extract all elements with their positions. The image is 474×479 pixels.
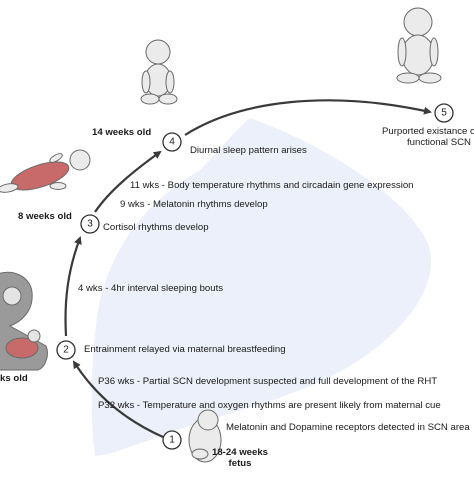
step-5-number: 5 [441,108,447,119]
step-1-number: 1 [169,435,175,446]
mother-breastfeeding-icon [0,271,48,371]
event-cortisol: Cortisol rhythms develop [103,222,209,233]
step-4-title: 14 weeks old [92,127,152,138]
event-melatonin-rhythms: 9 wks - Melatonin rhythms develop [120,199,268,210]
event-body-temp: 11 wks - Body temperature rhythms and ci… [130,180,414,191]
development-band [91,118,432,456]
step-4-marker: 4 [162,132,182,152]
event-diurnal: Diurnal sleep pattern arises [190,145,307,156]
arrow-3-to-4 [94,150,162,213]
event-p36: P36 wks - Partial SCN development suspec… [98,376,438,387]
event-melatonin-dopamine: Melatonin and Dopamine receptors detecte… [226,422,470,433]
step-2-number: 2 [63,345,69,356]
step-5-title-line2: functional SCN [407,137,471,148]
step-1-title-line2: fetus [228,458,252,469]
step-1-title: 18-24 weeks fetus [212,447,268,469]
step-1-title-line1: 18-24 weeks [212,447,269,458]
step-1-marker: 1 [162,430,182,450]
step-5-marker: 5 [434,103,454,123]
step-3-number: 3 [87,219,93,230]
step-5-title: Purported existance o functional SCN [382,126,474,148]
arrow-1-to-2 [72,360,164,439]
step-2-title: ks old [0,373,28,384]
sitting-baby-icon [140,39,178,105]
step-4-number: 4 [169,137,175,148]
fetus-icon [188,409,222,463]
event-entrainment: Entrainment relayed via maternal breastf… [84,344,286,355]
lying-baby-icon [0,149,91,193]
step-2-marker: 2 [56,340,76,360]
arrow-4-to-5 [184,99,432,136]
step-5-title-line1: Purported existance o [382,126,474,137]
step-3-title: 8 weeks old [18,211,72,222]
event-interval-sleep: 4 wks - 4hr interval sleeping bouts [78,283,224,294]
event-p32: P32 wks - Temperature and oxygen rhythms… [98,400,441,411]
sitting-child-icon [396,7,442,84]
step-3-marker: 3 [80,214,100,234]
arrow-2-to-3 [64,236,82,337]
